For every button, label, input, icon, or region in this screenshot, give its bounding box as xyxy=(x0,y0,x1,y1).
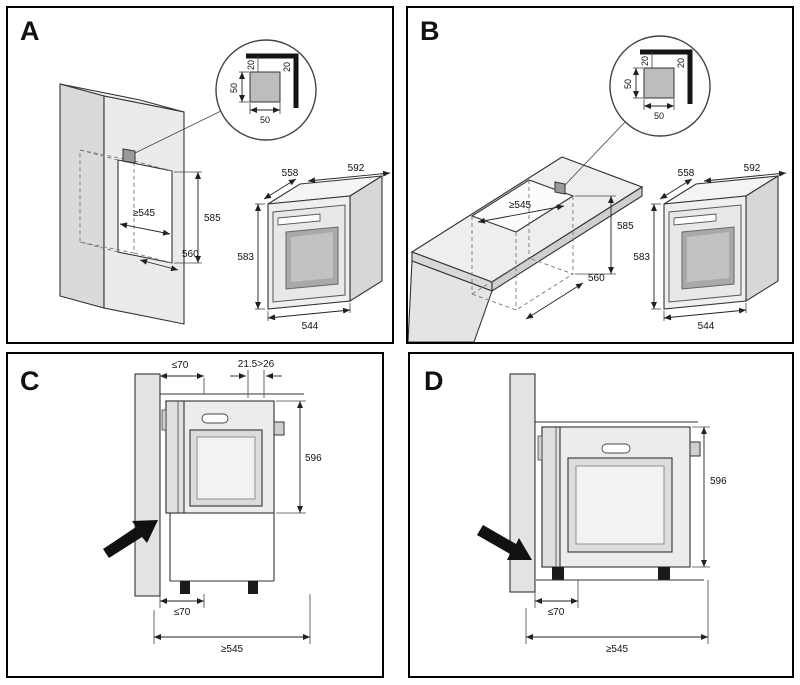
dim-niche-depth: 560 xyxy=(588,273,605,284)
panel-b-worktop-installation: B ≥545 585 560 xyxy=(406,6,794,344)
dim-niche-depth: ≥545 xyxy=(221,644,244,655)
oven-door xyxy=(541,426,561,568)
panel-b-letter: B xyxy=(420,16,440,46)
cabinet-gable xyxy=(408,260,493,342)
connection-box xyxy=(689,441,701,457)
dim-plinth-gap: ≤70 xyxy=(548,607,565,618)
spacer-block xyxy=(122,148,136,164)
oven-side-view xyxy=(161,400,285,514)
dim-niche-height: 585 xyxy=(617,221,634,232)
cabinet-foot xyxy=(180,581,190,594)
leader-line xyxy=(564,121,626,186)
oven-foot xyxy=(658,567,670,580)
dim-niche-depth: ≥545 xyxy=(606,644,629,655)
panel-d-side-section: D 596 ≤70 ≥545 xyxy=(408,352,794,678)
panel-d-dimensions: 596 ≤70 ≥545 xyxy=(525,426,727,655)
tall-cabinet xyxy=(59,83,222,325)
furniture-side-panel xyxy=(134,373,161,597)
panel-a-dimensions: ≥545 585 560 xyxy=(119,171,221,272)
spacer-block xyxy=(554,181,566,195)
panel-b-dimensions: ≥545 585 560 xyxy=(477,195,634,320)
dim-oven-height: 596 xyxy=(710,476,727,487)
panel-c-dimensions: ≤70 21.5>26 596 ≤70 ≥545 xyxy=(153,359,322,655)
panel-c-letter: C xyxy=(20,366,40,396)
dim-front-gap: ≤70 xyxy=(172,360,189,371)
worktop-cabinet xyxy=(408,121,644,342)
dim-top-gap: 21.5>26 xyxy=(238,359,275,370)
panel-d-letter: D xyxy=(424,366,444,396)
callout-arrow xyxy=(477,525,532,560)
oven-door xyxy=(165,400,185,514)
dim-plinth-gap: ≤70 xyxy=(174,607,191,618)
panel-a-letter: A xyxy=(20,16,40,46)
cabinet-foot xyxy=(248,581,258,594)
panel-a-column-installation: A ≥545 585 560 xyxy=(6,6,394,344)
connection-box xyxy=(273,421,285,436)
dim-niche-depth: 560 xyxy=(182,249,199,260)
niche-recess-dashed xyxy=(79,149,173,264)
vent-slot xyxy=(601,443,631,454)
leader-line xyxy=(134,110,222,154)
oven-handle xyxy=(537,435,543,461)
oven-foot xyxy=(552,567,564,580)
oven-handle xyxy=(161,409,167,431)
dim-niche-height: 585 xyxy=(204,213,221,224)
callout-arrow xyxy=(103,520,158,558)
dim-niche-width: ≥545 xyxy=(509,200,532,211)
base-cabinet xyxy=(169,513,275,594)
vent-slot xyxy=(201,413,229,424)
dim-niche-width: ≥545 xyxy=(133,208,156,219)
oven-side-view xyxy=(536,426,704,581)
panel-c-side-section: C ≤70 21.5>26 xyxy=(6,352,384,678)
dim-oven-height: 596 xyxy=(305,453,322,464)
